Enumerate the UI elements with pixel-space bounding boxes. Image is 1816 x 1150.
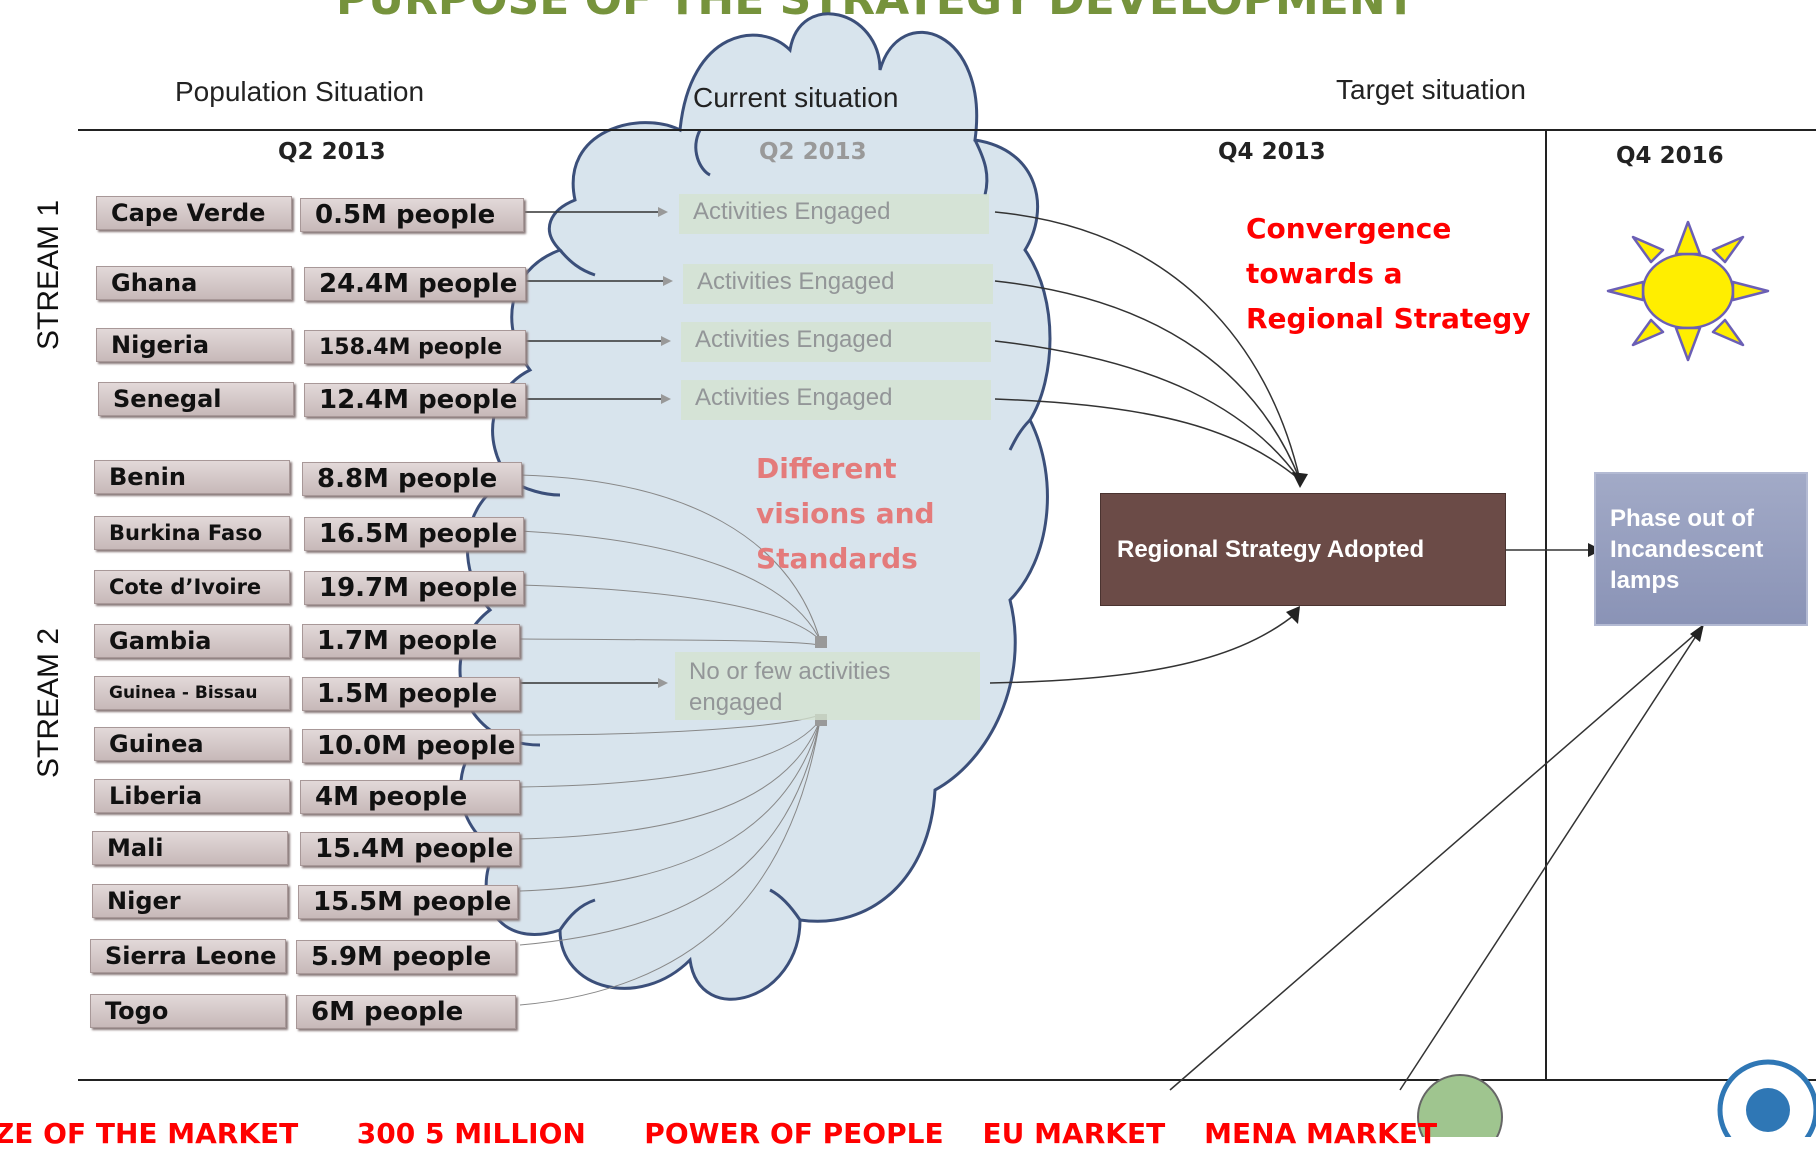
activities-box: Activities Engaged (681, 380, 991, 420)
arrowhead-icon (1690, 624, 1704, 642)
quarter-target-2: Q4 2016 (1616, 143, 1724, 169)
people-box: 158.4M people (304, 330, 526, 364)
country-box: Cape Verde (96, 196, 292, 230)
stream-1-label: STREAM 1 (32, 199, 66, 351)
people-box: 4M people (300, 780, 520, 814)
header-current: Current situation (693, 82, 899, 113)
country-box: Benin (94, 460, 290, 494)
country-box: Nigeria (96, 328, 292, 362)
activities-box: Activities Engaged (683, 264, 993, 304)
header-population: Population Situation (175, 76, 425, 107)
phase-out-box: Phase out of Incandescent lamps (1594, 472, 1808, 626)
quarter-pop: Q2 2013 (278, 139, 386, 165)
people-box: 19.7M people (304, 571, 524, 605)
country-box: Gambia (94, 624, 290, 658)
people-box: 1.5M people (302, 677, 520, 711)
people-box: 1.7M people (302, 624, 520, 658)
different-visions-text: Different visions and Standards (756, 452, 935, 575)
convergence-text: Convergence towards a Regional Strategy (1246, 212, 1531, 335)
arrowhead-icon (1292, 472, 1308, 488)
stream-2-label: STREAM 2 (32, 627, 66, 779)
people-box: 24.4M people (304, 267, 526, 301)
phase-out-label: Phase out of Incandescent lamps (1610, 504, 1764, 594)
country-box: Senegal (98, 382, 294, 416)
people-box: 15.4M people (300, 832, 520, 866)
quarter-current: Q2 2013 (759, 139, 867, 165)
globe-icon (1417, 1074, 1503, 1137)
people-box: 6M people (296, 995, 516, 1029)
arrowhead-icon (1286, 606, 1300, 624)
activities-box: Activities Engaged (681, 322, 991, 362)
country-box: Burkina Faso (94, 516, 290, 550)
country-box: Niger (92, 884, 288, 918)
country-box: Mali (92, 831, 288, 865)
people-box: 12.4M people (304, 383, 526, 417)
country-box: Sierra Leone (90, 939, 286, 973)
people-box: 0.5M people (300, 198, 524, 232)
regional-strategy-box: Regional Strategy Adopted (1100, 493, 1506, 606)
people-box: 5.9M people (296, 940, 516, 974)
people-box: 15.5M people (298, 885, 518, 919)
header-target: Target situation (1336, 74, 1526, 105)
country-box: Guinea - Bissau (94, 676, 290, 710)
few-activities-box: No or few activities engaged (675, 652, 980, 720)
quarter-target-1: Q4 2013 (1218, 139, 1326, 165)
activities-box: Activities Engaged (679, 194, 989, 234)
country-box: Guinea (94, 727, 290, 761)
sun-icon (1606, 220, 1770, 362)
country-box: Togo (90, 994, 286, 1028)
regional-strategy-label: Regional Strategy Adopted (1117, 535, 1425, 563)
country-box: Liberia (94, 779, 290, 813)
country-box: Ghana (96, 266, 292, 300)
people-box: 8.8M people (302, 462, 522, 496)
bottom-market-text: ZE OF THE MARKET 300 5 MILLION POWER OF … (0, 1117, 1438, 1150)
people-box: 16.5M people (304, 517, 524, 551)
people-box: 10.0M people (302, 729, 520, 763)
country-box: Cote d’Ivoire (94, 570, 290, 604)
page-title: PURPOSE OF THE STRATEGY DEVELOPMENT (336, 0, 1416, 25)
